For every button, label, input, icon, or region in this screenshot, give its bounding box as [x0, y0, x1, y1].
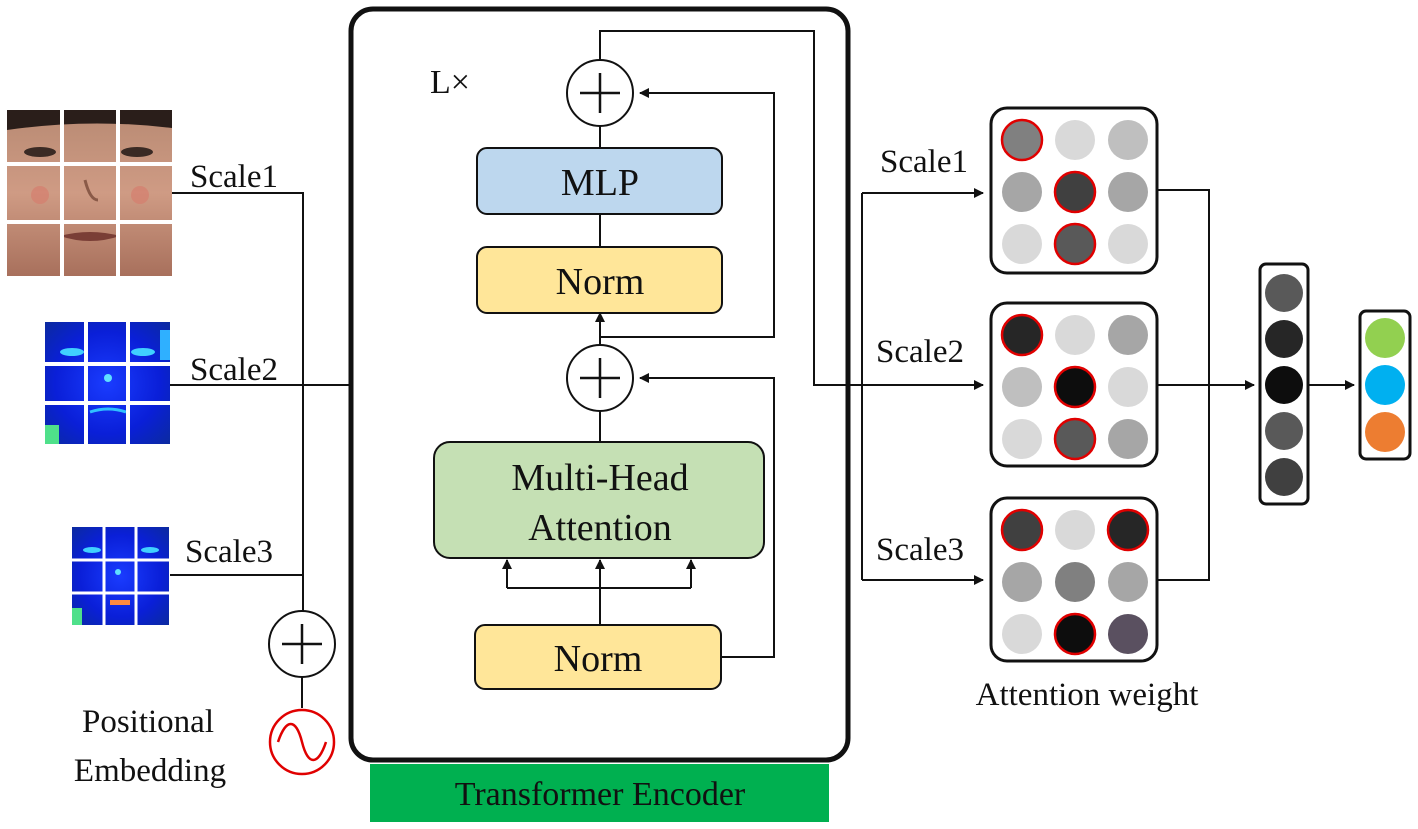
- attention-label-line1: Multi-Head: [511, 457, 688, 499]
- mlp-label: MLP: [561, 162, 639, 204]
- attention-cell: [1002, 614, 1042, 654]
- attention-cell-highlighted: [1106, 508, 1150, 552]
- attention-cell-highlighted: [1053, 612, 1097, 656]
- norm-top-block: Norm: [476, 246, 723, 314]
- attention-cell: [1055, 315, 1095, 355]
- attention-cell: [1002, 419, 1042, 459]
- attention-cell: [1108, 562, 1148, 602]
- sine-wave-icon: [268, 708, 336, 776]
- face-image-scale3: [72, 527, 169, 625]
- attention-grid-scale3: [989, 496, 1159, 663]
- mlp-block: MLP: [476, 147, 723, 215]
- attention-cell: [1055, 562, 1095, 602]
- attention-cell: [1002, 224, 1042, 264]
- residual-sum-middle: [566, 344, 634, 412]
- attention-cell-highlighted: [1000, 313, 1044, 357]
- encoder-wires: [502, 30, 984, 658]
- attention-cell: [1002, 562, 1042, 602]
- attention-weight-label: Attention weight: [976, 677, 1199, 713]
- output-wires: [861, 188, 1355, 585]
- class-cell: [1365, 318, 1405, 358]
- norm-top-label: Norm: [556, 261, 645, 303]
- attention-cell: [1108, 367, 1148, 407]
- class-cell: [1365, 365, 1405, 405]
- token-cell: [1265, 412, 1303, 450]
- encoder-footer: Transformer Encoder: [370, 764, 829, 822]
- attention-cell: [1002, 367, 1042, 407]
- attention-cell: [1108, 172, 1148, 212]
- attention-cell: [1108, 614, 1148, 654]
- token-cell: [1265, 366, 1303, 404]
- attention-cell: [1108, 315, 1148, 355]
- attention-cell-highlighted: [1053, 170, 1097, 214]
- positional-label-line1: Positional: [82, 704, 214, 740]
- attention-cell: [1055, 120, 1095, 160]
- attention-cell-highlighted: [1000, 118, 1044, 162]
- attention-cell-highlighted: [1053, 365, 1097, 409]
- attention-cell: [1108, 224, 1148, 264]
- attention-cell-highlighted: [1053, 417, 1097, 461]
- attention-grid-scale1: [989, 106, 1159, 275]
- positional-sum-node: [268, 610, 336, 678]
- input-label-scale1: Scale1: [190, 159, 278, 195]
- class-cell: [1365, 412, 1405, 452]
- attention-block: Multi-Head Attention: [433, 441, 765, 559]
- input-label-scale2: Scale2: [190, 352, 278, 388]
- attention-label-line2: Attention: [528, 507, 672, 549]
- norm-bottom-label: Norm: [554, 638, 643, 680]
- face-image-scale1: [7, 110, 172, 276]
- token-cell: [1265, 320, 1303, 358]
- attention-cell: [1108, 120, 1148, 160]
- attention-cell: [1055, 510, 1095, 550]
- token-cell: [1265, 458, 1303, 496]
- output-label-scale3: Scale3: [876, 532, 964, 568]
- attention-cell-highlighted: [1053, 222, 1097, 266]
- input-label-scale3: Scale3: [185, 534, 273, 570]
- attention-grid-scale2: [989, 301, 1159, 468]
- class-output-column: [1358, 309, 1412, 461]
- output-label-scale1: Scale1: [880, 144, 968, 180]
- attention-cell-highlighted: [1000, 508, 1044, 552]
- aggregated-token-column: [1258, 262, 1310, 506]
- attention-cell: [1002, 172, 1042, 212]
- encoder-footer-label: Transformer Encoder: [455, 776, 746, 813]
- output-label-scale2: Scale2: [876, 334, 964, 370]
- attention-cell: [1108, 419, 1148, 459]
- token-cell: [1265, 274, 1303, 312]
- positional-label-line2: Embedding: [74, 753, 226, 789]
- face-image-scale2: [45, 322, 170, 444]
- residual-sum-top: [566, 59, 634, 127]
- norm-bottom-block: Norm: [474, 624, 722, 690]
- repeat-label: L×: [430, 64, 470, 101]
